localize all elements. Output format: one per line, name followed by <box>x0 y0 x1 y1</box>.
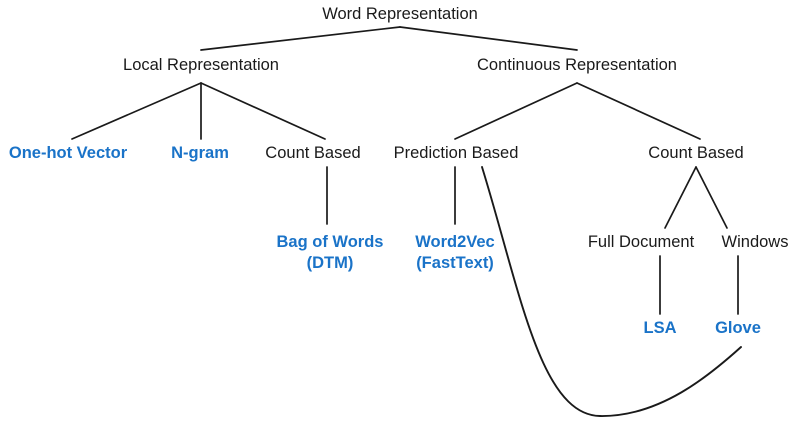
edge-local-to-onehot <box>71 82 202 140</box>
node-word2vec-line2: (FastText) <box>416 254 494 272</box>
edge-continuous-to-count-based <box>576 82 701 140</box>
edge-root-to-local <box>200 26 401 51</box>
node-windows: Windows <box>722 233 789 251</box>
node-one-hot-vector: One-hot Vector <box>9 144 128 162</box>
node-continuous-representation: Continuous Representation <box>477 56 677 74</box>
node-word-representation: Word Representation <box>322 5 478 23</box>
node-bag-of-words-line1: Bag of Words <box>277 233 384 251</box>
edge-local-to-count-based <box>200 82 326 140</box>
node-prediction-based: Prediction Based <box>394 144 519 162</box>
node-count-based-continuous: Count Based <box>648 144 743 162</box>
node-word2vec-line1: Word2Vec <box>415 233 494 251</box>
edge-root-to-continuous <box>399 26 578 51</box>
node-count-based-local: Count Based <box>265 144 360 162</box>
node-n-gram: N-gram <box>171 144 229 162</box>
edge-count-based-to-full-document <box>664 166 697 229</box>
edge-count-based-to-windows <box>695 166 728 229</box>
edge-prediction-based-to-glove-curved <box>481 166 742 417</box>
node-bag-of-words-line2: (DTM) <box>307 254 354 272</box>
node-glove: Glove <box>715 319 761 337</box>
edge-group <box>71 26 742 417</box>
node-lsa: LSA <box>644 319 677 337</box>
node-label-group: Word Representation Local Representation… <box>9 5 789 337</box>
edge-continuous-to-prediction-based <box>454 82 578 140</box>
node-full-document: Full Document <box>588 233 695 251</box>
node-local-representation: Local Representation <box>123 56 279 74</box>
